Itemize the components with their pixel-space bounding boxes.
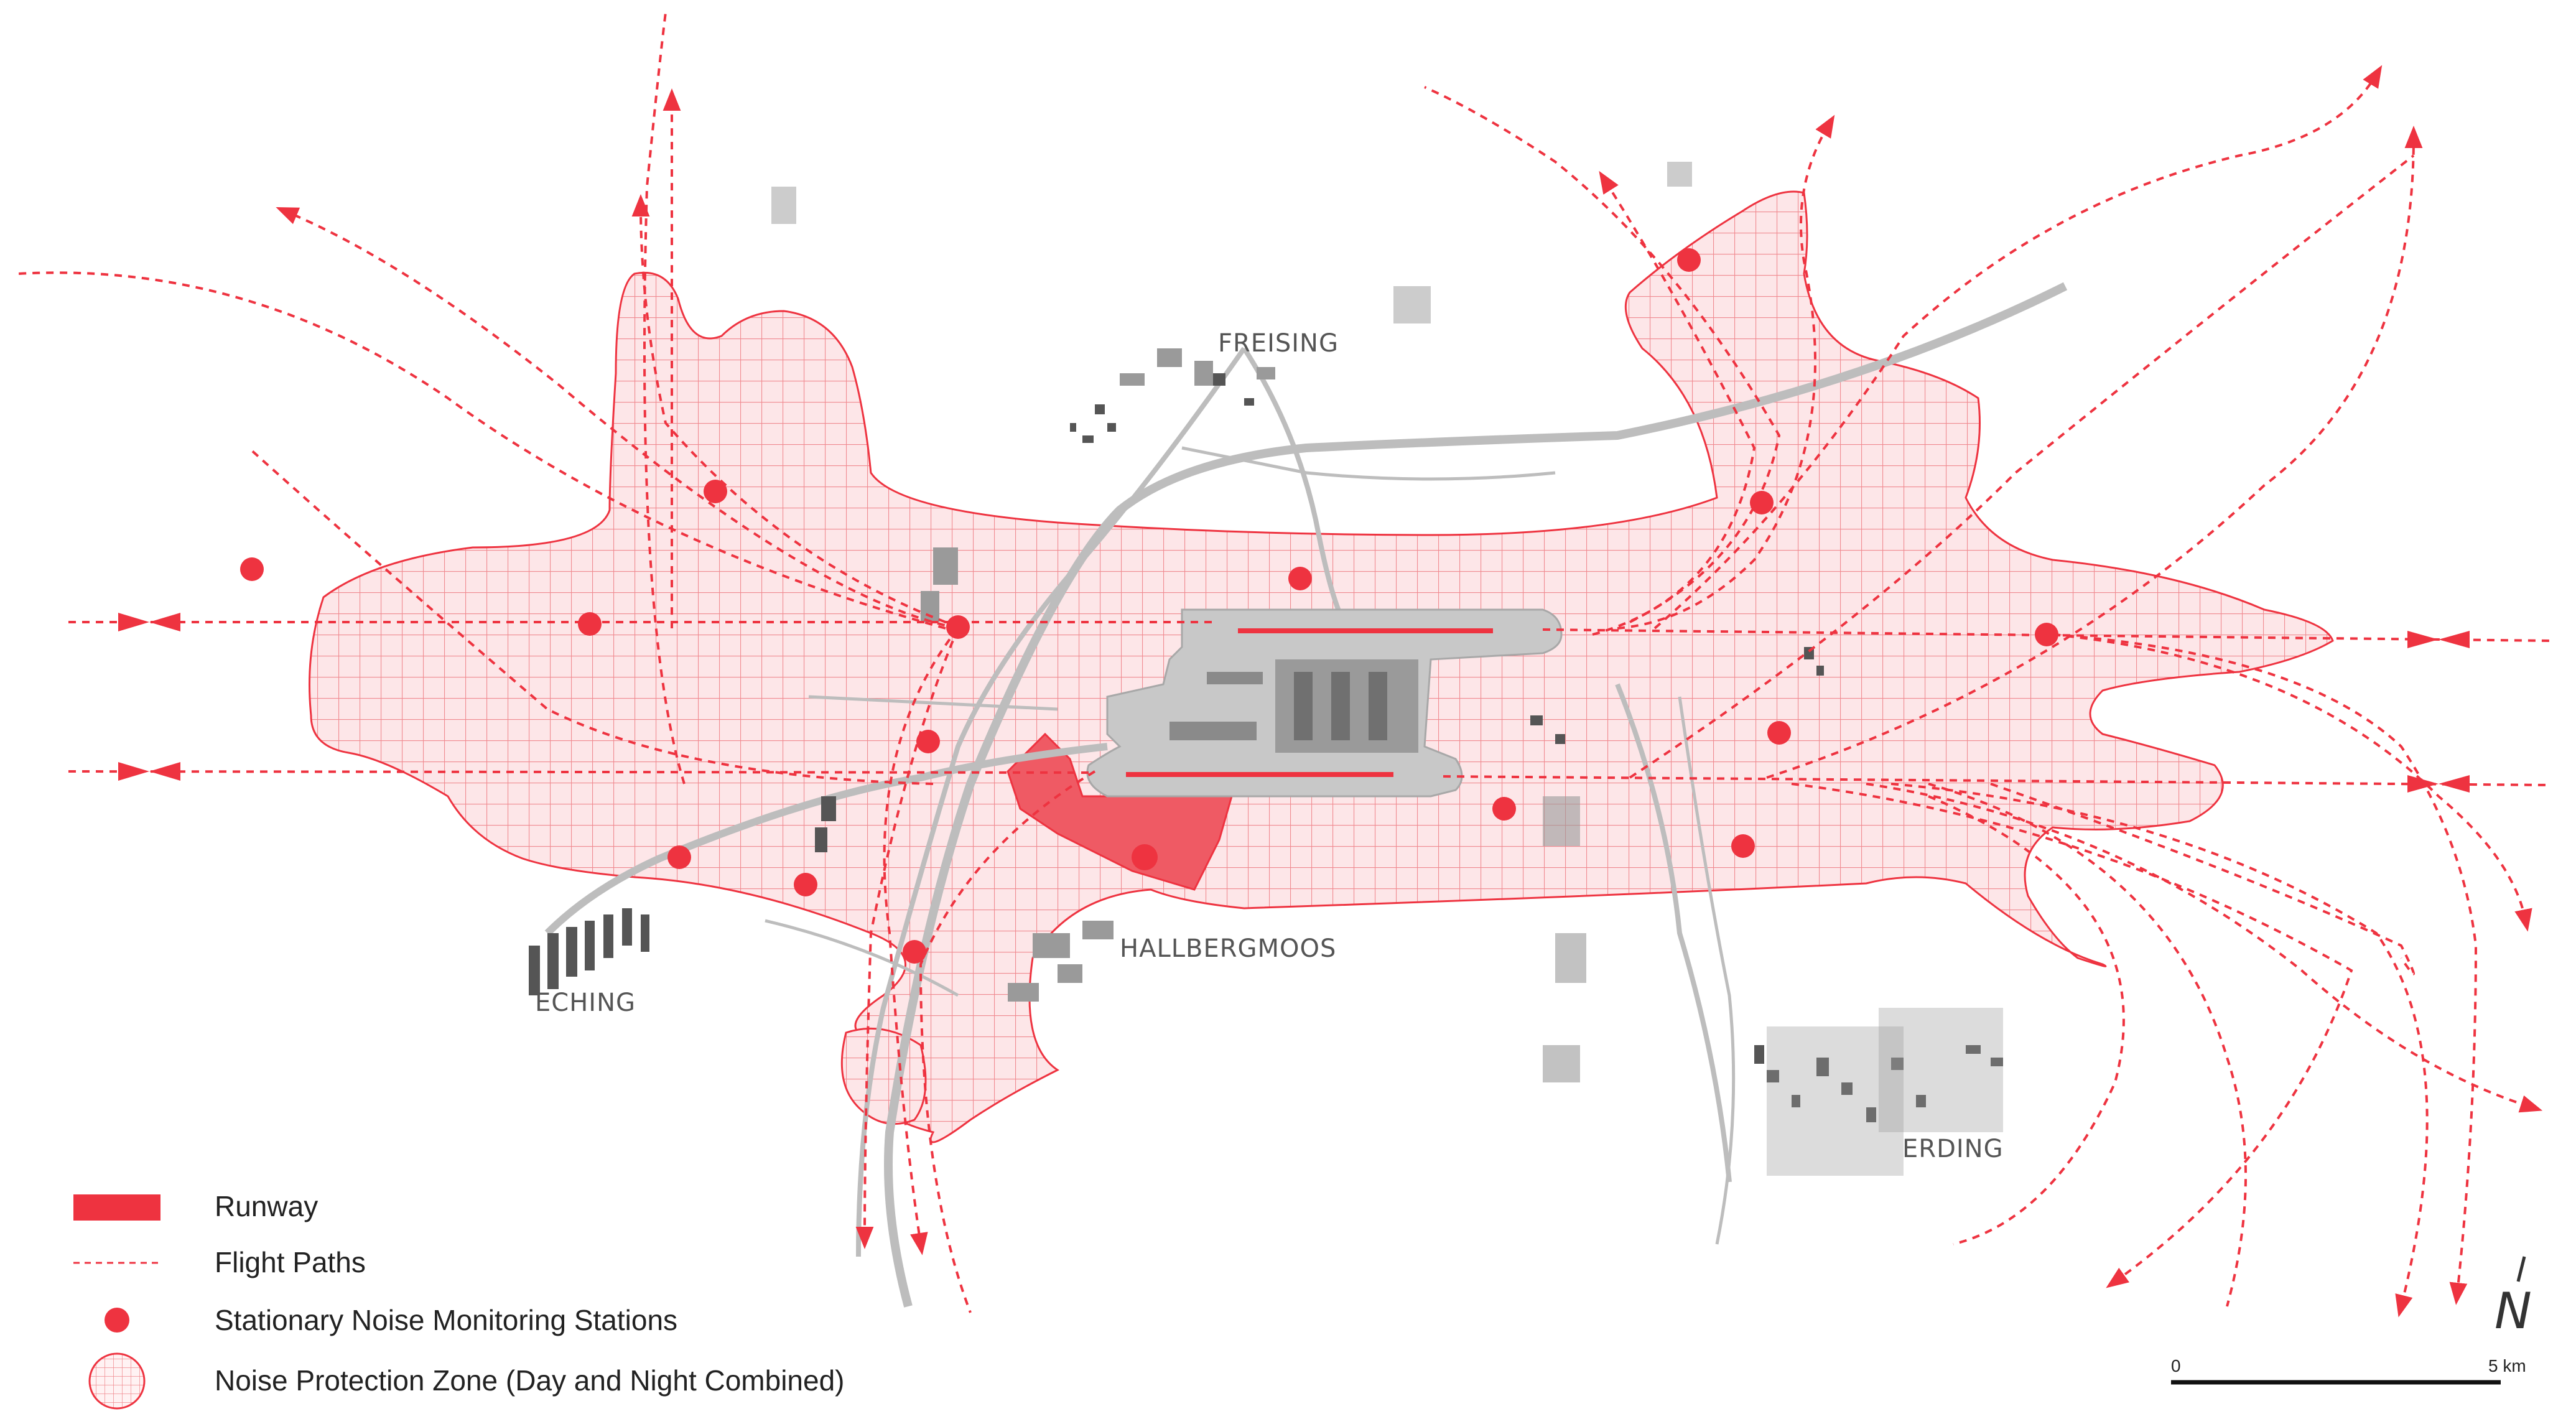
station-marker xyxy=(2035,623,2058,646)
legend-flight-paths-label: Flight Paths xyxy=(215,1246,366,1278)
legend-zone-label: Noise Protection Zone (Day and Night Com… xyxy=(215,1364,845,1397)
scale-start-label: 0 xyxy=(2171,1356,2181,1375)
station-marker xyxy=(916,730,940,753)
flight-paths xyxy=(18,12,2551,1318)
station-marker xyxy=(1492,797,1516,821)
station-marker xyxy=(704,480,727,503)
north-label: N xyxy=(2495,1282,2532,1340)
roads xyxy=(544,282,2068,1308)
station-marker xyxy=(1767,721,1791,745)
legend: Runway Flight Paths Stationary Noise Mon… xyxy=(73,1190,845,1410)
north-arrow-icon xyxy=(2516,1256,2526,1282)
station-marker xyxy=(1731,834,1755,858)
legend-runway-label: Runway xyxy=(215,1190,318,1222)
scale-bar: 0 5 km xyxy=(2171,1356,2526,1385)
airport-terminal xyxy=(1086,608,1563,798)
town-label-erding: ERDING xyxy=(1902,1135,2004,1163)
station-marker xyxy=(794,873,817,896)
noise-monitoring-stations xyxy=(240,248,2058,964)
station-marker xyxy=(1132,844,1158,870)
town-label-hallbergmoos: HALLBERGMOOS xyxy=(1120,934,1336,963)
legend-stations-label: Stationary Noise Monitoring Stations xyxy=(215,1304,677,1336)
station-marker xyxy=(903,940,926,964)
red-dot-icon xyxy=(105,1308,129,1333)
runway-end-markers xyxy=(118,613,2470,793)
station-marker xyxy=(578,612,602,636)
settlements xyxy=(529,373,2003,1122)
station-marker xyxy=(1677,248,1701,272)
noise-protection-zone-south-lobe xyxy=(840,1027,927,1125)
town-label-eching: ECHING xyxy=(535,989,636,1017)
scale-end-label: 5 km xyxy=(2488,1356,2526,1375)
station-marker xyxy=(1288,567,1312,590)
grid-circle-icon xyxy=(88,1352,146,1410)
station-marker xyxy=(667,845,691,869)
station-marker xyxy=(240,557,264,581)
north-arrow: N xyxy=(2495,1256,2532,1340)
station-marker xyxy=(946,615,970,639)
station-marker xyxy=(1750,491,1774,514)
runway-swatch-icon xyxy=(73,1194,160,1221)
town-label-freising: FREISING xyxy=(1218,329,1339,358)
settlements-light xyxy=(771,162,2003,1176)
